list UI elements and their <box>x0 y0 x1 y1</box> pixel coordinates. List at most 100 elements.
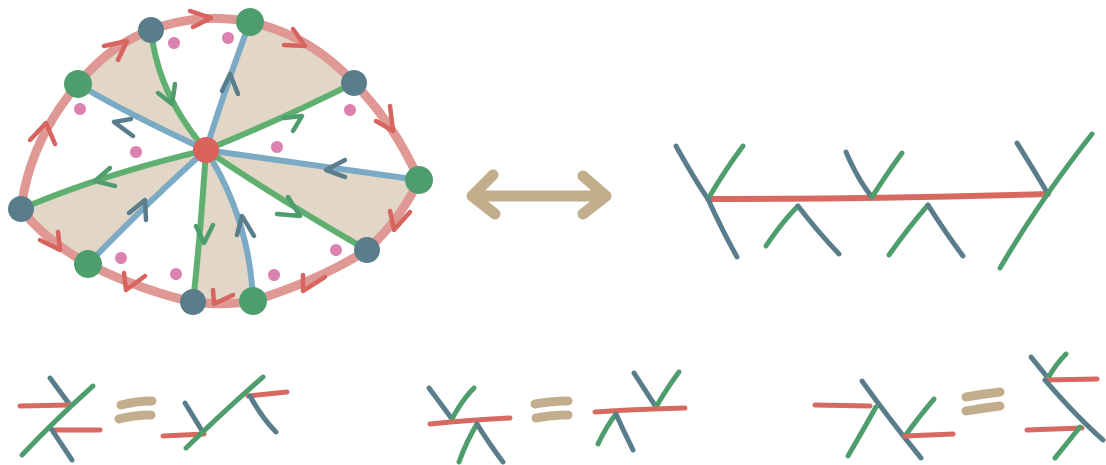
tree-figure <box>673 131 1095 271</box>
red-line <box>902 431 956 439</box>
arc-arrow-icon <box>155 81 178 107</box>
green-branch <box>902 396 937 439</box>
arc-arrow-icon <box>193 222 216 246</box>
relation-2-left <box>426 385 513 465</box>
red-line <box>427 415 513 427</box>
relation-2-right <box>592 369 688 453</box>
arc-arrows <box>92 71 348 246</box>
slate-branch <box>859 378 924 461</box>
slate-branch <box>47 375 73 408</box>
boundary-arrow-icon <box>281 26 308 49</box>
equals-sign-icon <box>961 387 1005 416</box>
marked-point <box>74 103 86 115</box>
marked-points <box>74 32 356 281</box>
slate-branch <box>49 427 75 463</box>
green-arc <box>203 80 357 153</box>
slate-branch <box>843 149 875 200</box>
green-branch <box>456 421 480 465</box>
boundary-arrow-icon <box>210 287 236 307</box>
slate-branch <box>1014 140 1051 197</box>
green-branch <box>183 374 266 451</box>
green-branch <box>845 404 879 459</box>
green-branch <box>653 369 682 410</box>
blue-arc <box>203 147 422 183</box>
green-arc <box>148 27 209 153</box>
boundary-arrow-icon <box>37 229 63 253</box>
vertex-slate <box>180 289 206 315</box>
relation-3-right <box>1024 351 1106 461</box>
center-vertex <box>193 137 219 163</box>
slate-branch <box>474 421 506 465</box>
boundary-arrow-icon <box>187 8 214 30</box>
shaded-region-top-left <box>78 30 206 150</box>
arc-arrow-icon <box>111 116 136 139</box>
red-line <box>17 402 73 409</box>
marked-point <box>168 37 180 49</box>
equals-sign-icon <box>114 396 157 424</box>
green-branch <box>886 202 931 258</box>
slate-branch <box>1028 354 1051 381</box>
green-branch <box>997 131 1095 271</box>
arc-arrow-icon <box>219 71 241 97</box>
boundary-arrow-icon <box>121 270 148 293</box>
green-branch <box>763 203 801 249</box>
green-arc <box>18 147 209 212</box>
vertex-green <box>74 250 102 278</box>
boundary-arrows <box>27 8 413 307</box>
slate-branch <box>925 202 966 259</box>
arc-arrow-icon <box>126 197 149 223</box>
marked-point <box>268 269 280 281</box>
double-headed-arrow-icon <box>466 169 612 220</box>
red-line <box>812 402 873 409</box>
slate-branch <box>182 400 207 437</box>
marked-point <box>222 32 234 44</box>
disk-figure <box>8 8 433 315</box>
boundary-vertices <box>8 8 433 315</box>
vertex-slate <box>138 17 164 43</box>
red-line <box>1042 376 1100 383</box>
boundary-arrow-icon <box>101 38 130 63</box>
vertex-slate <box>8 196 34 222</box>
marked-point <box>115 252 127 264</box>
arc-arrow-icon <box>92 165 118 189</box>
vertex-green <box>236 8 264 36</box>
disk-boundary <box>16 13 424 309</box>
arc-arrow-icon <box>234 213 257 239</box>
boundary-arrow-icon <box>27 120 58 147</box>
arc-arrow-icon <box>323 157 348 180</box>
marked-point <box>170 268 182 280</box>
marked-point <box>271 141 283 153</box>
boundary-arrow-icon <box>373 103 396 134</box>
green-branch <box>1052 424 1083 461</box>
slate-branch <box>795 203 842 257</box>
green-branch <box>869 150 905 200</box>
boundary-arrow-icon <box>300 272 328 294</box>
red-line <box>592 405 688 415</box>
slate-branch <box>613 411 636 453</box>
vertex-slate <box>354 237 380 263</box>
marked-point <box>330 244 342 256</box>
green-branch <box>705 143 746 202</box>
shaded-region-left <box>21 150 206 264</box>
vertex-green <box>239 287 267 315</box>
red-horizontal-line <box>705 191 1051 202</box>
green-arc <box>203 147 370 253</box>
slate-branch <box>705 196 740 260</box>
slate-branch <box>673 143 711 202</box>
blue-arc <box>85 147 209 267</box>
vertex-slate <box>341 70 367 96</box>
slate-branch <box>247 393 279 435</box>
shaded-region-bottom <box>193 150 253 303</box>
relation-3-left <box>812 378 956 461</box>
green-branch <box>1045 351 1069 381</box>
green-branch <box>449 385 477 422</box>
green-branch <box>19 383 96 458</box>
relation-1-right <box>160 374 290 451</box>
arc-arrow-icon <box>274 194 303 219</box>
marked-point <box>130 146 142 158</box>
slate-branch <box>631 370 659 410</box>
slate-branch <box>426 385 455 422</box>
boundary-arrow-icon <box>387 208 413 233</box>
